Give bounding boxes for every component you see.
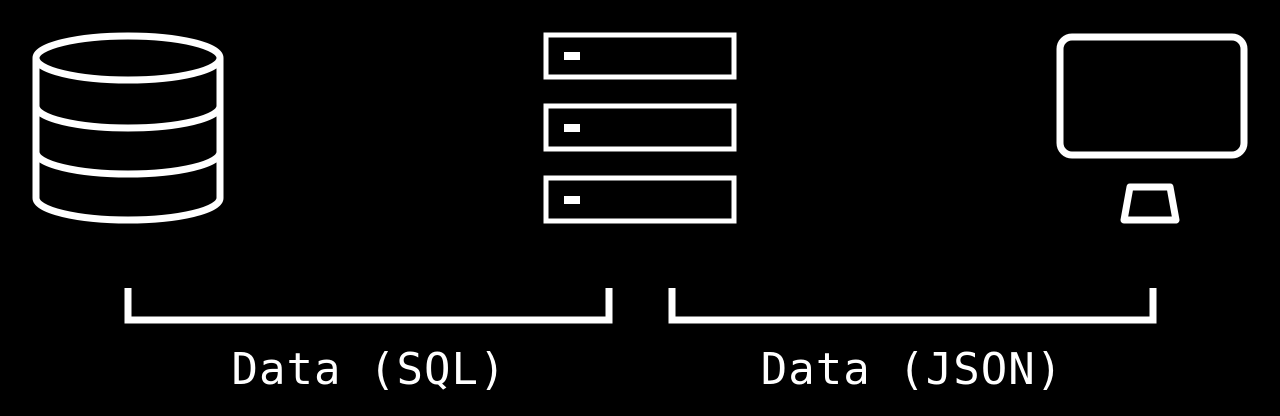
bracket-sql xyxy=(124,288,613,324)
label-data-json: Data (JSON) xyxy=(760,344,1064,395)
server-rack-icon xyxy=(543,32,737,224)
monitor-icon xyxy=(1056,33,1248,224)
server-unit xyxy=(543,103,737,152)
server-led xyxy=(564,52,580,60)
server-led xyxy=(564,124,580,132)
server-led xyxy=(564,196,580,204)
database-icon xyxy=(32,32,224,224)
bracket-json xyxy=(668,288,1157,324)
server-unit xyxy=(543,32,737,80)
label-data-sql: Data (SQL) xyxy=(231,344,507,395)
server-unit xyxy=(543,175,737,224)
